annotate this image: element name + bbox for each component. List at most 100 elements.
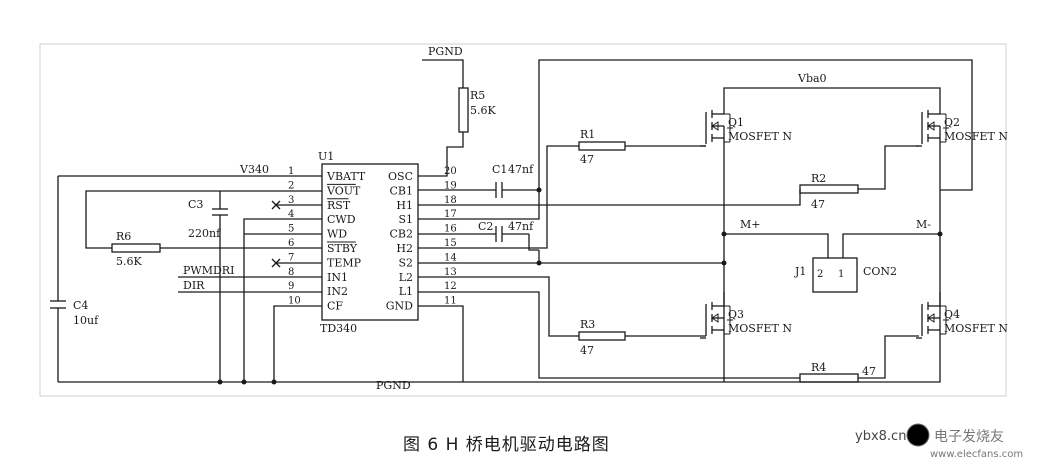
u1-pin-num: 18 — [444, 195, 457, 206]
drawing-frame — [39, 43, 1007, 397]
m-plus-label: M+ — [740, 218, 760, 231]
u1-pin-name: H1 — [396, 199, 413, 212]
u1-pin-num: 11 — [444, 296, 457, 307]
watermark-site: ybx8.cn — [855, 429, 906, 444]
q4-type: MOSFET N — [944, 322, 1008, 335]
watermark: ybx8.cn 电子发烧友 www.elecfans.com — [855, 423, 1023, 460]
q1-ref: Q1 — [728, 116, 744, 129]
c4-value: 10uf — [73, 314, 99, 327]
q3-type: MOSFET N — [728, 322, 792, 335]
figure-caption: 图 6 H 桥电机驱动电路图 — [403, 435, 610, 455]
u1-pin-num: 13 — [444, 267, 457, 278]
r5-value: 5.6K — [470, 104, 496, 117]
bootstrap-caps: C1 47nf C2 47nf — [418, 59, 973, 251]
j1-part: CON2 — [863, 265, 897, 278]
u1-pin-name: TEMP — [327, 256, 362, 269]
u1-pin-num: 20 — [444, 166, 457, 177]
q1-type: MOSFET N — [728, 130, 792, 143]
u1-pin-num: 1 — [288, 166, 294, 177]
u1-pin-num: 2 — [288, 180, 294, 191]
r4-ref: R4 — [811, 361, 826, 374]
j1-pin2: 2 — [817, 269, 823, 280]
pwm-label: PWMDRI — [183, 264, 234, 277]
r6-ref: R6 — [116, 230, 131, 243]
c2-value: 47nf — [508, 220, 534, 233]
vbat-label: Vba0 — [797, 72, 827, 85]
r1-body — [578, 141, 626, 151]
r6-value: 5.6K — [116, 255, 142, 268]
m-minus-label: M- — [916, 218, 931, 231]
u1-pin-num: 15 — [444, 238, 457, 249]
r1-ref: R1 — [580, 128, 595, 141]
u1-pin-num: 4 — [288, 209, 294, 220]
u1-pin-name: OSC — [388, 170, 413, 183]
q2-ref: Q2 — [944, 116, 960, 129]
pgnd-bottom-label: PGND — [376, 379, 411, 392]
u1-pin-name: CWD — [327, 213, 356, 226]
r4-value: 47 — [862, 365, 876, 378]
r5-ref: R5 — [470, 89, 485, 102]
c3-ref: C3 — [188, 198, 203, 211]
c1-ref: C1 — [492, 163, 507, 176]
q2-type: MOSFET N — [944, 130, 1008, 143]
q4-ref: Q4 — [944, 308, 960, 321]
u1-pin-num: 17 — [444, 209, 457, 220]
c2-ref: C2 — [478, 220, 493, 233]
r3-body — [578, 331, 626, 341]
u1-body — [321, 163, 419, 321]
watermark-logo — [906, 423, 930, 447]
u1-pin-name: CB1 — [390, 184, 414, 197]
j1-ref: J1 — [794, 265, 806, 278]
u1-pin-name: S2 — [398, 256, 413, 269]
u1-pin-name: CB2 — [390, 228, 414, 241]
u1-pin-name: WD — [327, 228, 347, 241]
c1-value: 47nf — [508, 163, 534, 176]
u1-pin-num: 16 — [444, 224, 457, 235]
u1-pin-name: IN1 — [327, 271, 348, 284]
q3-ref: Q3 — [728, 308, 744, 321]
u1-pin-name: CF — [327, 300, 343, 313]
gate-drive: R2 47 R1 47 R3 47 R4 47 — [418, 128, 919, 383]
r6-body — [111, 243, 161, 253]
u1-pin-num: 8 — [288, 267, 294, 278]
u1-pin-name: STBY — [327, 242, 358, 255]
u1-pin-num: 12 — [444, 281, 457, 292]
u1-pin-name: VOUT — [326, 184, 361, 197]
u1-ref: U1 — [318, 150, 334, 163]
pgnd-rail: PGND — [58, 305, 941, 392]
r4-body — [799, 373, 859, 383]
r5-network: PGND R5 5.6K — [418, 45, 496, 177]
u1-pin-num: 7 — [288, 252, 294, 263]
j1-connector — [812, 257, 858, 293]
left-network: V340 C4 10uf R6 5.6K C3 220nf PWMDRI DIR — [50, 163, 322, 382]
pgnd-top-label: PGND — [428, 45, 463, 58]
u1-pin-num: 5 — [288, 224, 294, 235]
u1-pin-num: 3 — [288, 195, 294, 206]
u1-pin-num: 14 — [444, 252, 457, 263]
u1-pin-name: VBATT — [326, 170, 366, 183]
u1-pin-name: H2 — [396, 242, 413, 255]
c3-value: 220nf — [188, 227, 221, 240]
u1-pin-name: L2 — [399, 271, 413, 284]
r1-value: 47 — [580, 153, 594, 166]
c4-ref: C4 — [73, 299, 88, 312]
r2-body — [799, 184, 859, 194]
dir-label: DIR — [183, 279, 205, 292]
r3-ref: R3 — [580, 318, 595, 331]
u1-pin-name: IN2 — [327, 285, 348, 298]
u1-pin-num: 6 — [288, 238, 294, 249]
watermark-brand: 电子发烧友 — [934, 429, 1004, 445]
r3-value: 47 — [580, 344, 594, 357]
u1-pin-num: 9 — [288, 281, 294, 292]
r5-body — [458, 87, 469, 133]
u1-pin-name: S1 — [398, 213, 413, 226]
v340-label: V340 — [239, 163, 269, 176]
